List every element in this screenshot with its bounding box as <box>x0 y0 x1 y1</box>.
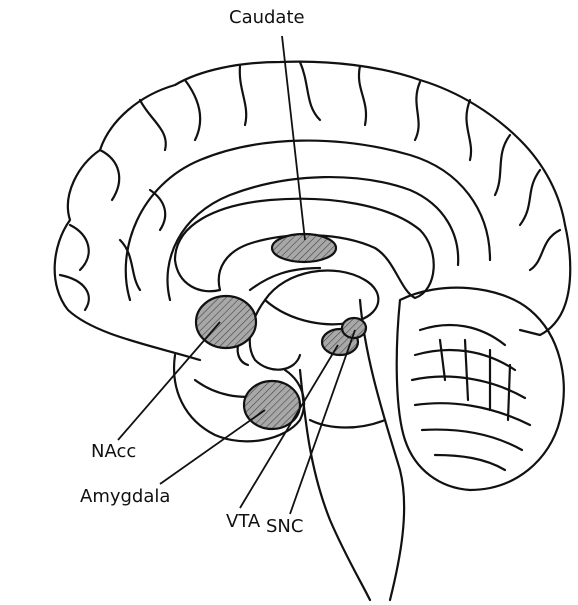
cerebellum-folia <box>422 430 522 450</box>
caudate-label: Caudate <box>229 7 305 28</box>
amygdala-leader <box>160 410 265 484</box>
cerebellum-folia <box>420 325 505 345</box>
sulcus-line <box>300 62 320 120</box>
cerebellum-folia <box>435 455 505 470</box>
cerebellum-folia <box>415 403 530 425</box>
sulcus-line <box>495 135 510 195</box>
brainstem-front <box>300 370 370 600</box>
sulcus-line <box>70 225 89 270</box>
nacc-leader <box>118 322 220 440</box>
sulcus-line <box>530 230 560 270</box>
sulcus-line <box>140 100 166 150</box>
sulcus-line <box>185 80 200 140</box>
vta-label: VTA <box>226 511 260 532</box>
sulcus-line <box>359 66 366 125</box>
sulcus-line <box>466 100 471 160</box>
sulcus-line <box>520 170 540 225</box>
sulcus-line <box>415 82 420 140</box>
sulcus-line <box>100 150 119 200</box>
nacc-label: NAcc <box>91 441 136 462</box>
snc-label: SNC <box>266 516 303 537</box>
amygdala-label: Amygdala <box>80 486 170 507</box>
sulcus-line <box>120 240 140 290</box>
vta-leader <box>240 345 338 508</box>
hypothalamus <box>250 300 300 370</box>
sulcus-line <box>240 66 246 125</box>
